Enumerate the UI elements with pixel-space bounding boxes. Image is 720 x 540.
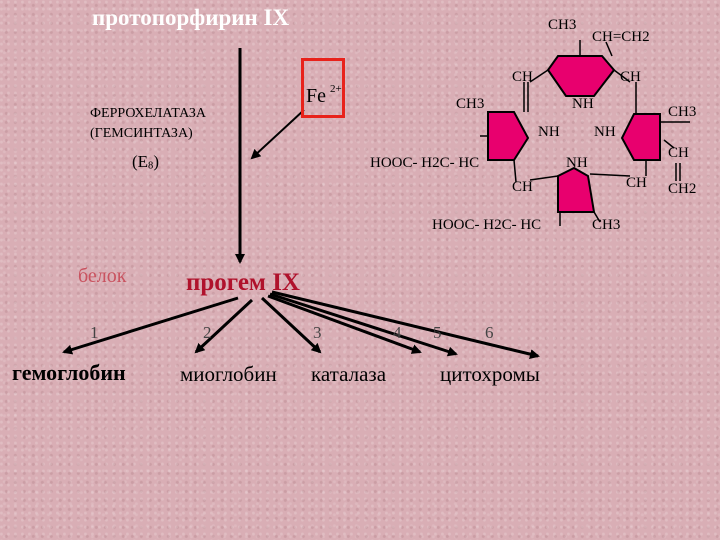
enzyme-synonym: (ГЕМСИНТАЗА) — [90, 126, 193, 141]
label-myoglobin: миоглобин — [180, 362, 277, 386]
fe-symbol: Fe — [306, 85, 326, 107]
ring-bottom — [557, 166, 596, 213]
label-hooc-lower: HOOC- H2C- HC — [432, 217, 542, 233]
label-ch-top-left: CH — [512, 69, 533, 85]
label-ch-top-right: CH — [620, 69, 641, 85]
label-nh-right: NH — [594, 124, 616, 140]
number-3: 3 — [313, 323, 322, 342]
label-ch3-top: CH3 — [548, 17, 577, 33]
product-arrows — [62, 290, 540, 359]
label-progem: прогем IX — [186, 269, 300, 296]
label-protein: белок — [78, 265, 127, 287]
number-4: 4 — [393, 323, 402, 342]
label-nh-left: NH — [538, 124, 560, 140]
label-ch-bottom-right: CH — [626, 175, 647, 191]
fe-highlight-box — [301, 58, 345, 118]
fe-charge: 2+ — [330, 83, 342, 95]
label-hemoglobin: гемоглобин — [12, 360, 126, 385]
label-ch3-right: CH3 — [668, 104, 697, 120]
label-vinyl-top: CH=CH2 — [592, 29, 650, 45]
title-protoporphyrin: протопорфирин IX — [92, 5, 290, 30]
ring-left — [487, 111, 530, 161]
label-ch-bottom-left: CH — [512, 179, 533, 195]
fe-arrow — [250, 109, 305, 160]
label-nh-top: NH — [572, 96, 594, 112]
ring-right — [620, 113, 661, 161]
label-ch3-bottom: CH3 — [592, 217, 621, 233]
number-5: 5 — [433, 323, 442, 342]
number-6: 6 — [485, 323, 494, 342]
enzyme-name: ФЕРРОХЕЛАТАЗА — [90, 106, 206, 121]
label-nh-bottom: NH — [566, 155, 588, 171]
enzyme-code: (Е8) — [132, 152, 159, 172]
number-1: 1 — [90, 323, 99, 342]
label-ch3-left: CH3 — [456, 96, 485, 112]
label-catalase: каталаза — [311, 362, 387, 386]
ring-top — [546, 55, 616, 97]
number-2: 2 — [203, 323, 212, 342]
label-ch2-right: CH2 — [668, 181, 697, 197]
label-ch-right: CH — [668, 145, 689, 161]
label-hooc-upper: HOOC- H2C- HC — [370, 155, 480, 171]
label-cytochromes: цитохромы — [440, 362, 540, 386]
bonds — [480, 40, 690, 226]
